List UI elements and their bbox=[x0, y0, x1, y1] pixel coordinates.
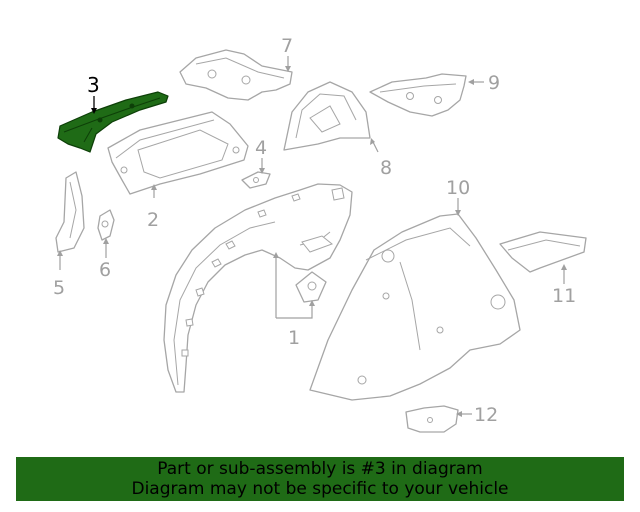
callout-3-selected: 3 bbox=[87, 73, 100, 97]
callout-8: 8 bbox=[380, 157, 392, 179]
part-12-lower-bracket bbox=[405, 405, 459, 433]
callout-6: 6 bbox=[99, 259, 111, 281]
banner-line-2: Diagram may not be specific to your vehi… bbox=[131, 479, 509, 499]
callout-2: 2 bbox=[147, 209, 159, 231]
callout-11: 11 bbox=[552, 285, 576, 307]
callout-7: 7 bbox=[281, 35, 293, 57]
callout-4: 4 bbox=[255, 137, 267, 159]
callout-9: 9 bbox=[488, 72, 500, 94]
part-6-clip-bracket bbox=[97, 209, 115, 241]
banner-line-1: Part or sub-assembly is #3 in diagram bbox=[157, 459, 483, 479]
parts-diagram: 1 2 3 4 5 6 7 8 9 10 11 12 bbox=[53, 35, 587, 433]
part-10-rear-quarter-inner bbox=[309, 213, 521, 401]
callout-12: 12 bbox=[474, 404, 498, 426]
part-5-pillar-reinforcement bbox=[55, 171, 85, 253]
part-1-wheelhouse-inner bbox=[163, 183, 353, 393]
part-11-floor-panel bbox=[499, 231, 587, 273]
part-4-small-bracket bbox=[241, 171, 271, 189]
leader-arrowheads bbox=[57, 66, 567, 417]
part-9-upper-rear-bracket bbox=[369, 73, 467, 117]
part-7-upper-panel bbox=[179, 49, 293, 101]
callout-1: 1 bbox=[288, 327, 300, 349]
callout-5: 5 bbox=[53, 277, 65, 299]
part-8-quarter-extension bbox=[283, 81, 371, 151]
part-3-upper-rail-highlighted bbox=[57, 91, 169, 153]
part-2-quarter-inner-frame bbox=[107, 111, 249, 195]
info-banner: Part or sub-assembly is #3 in diagram Di… bbox=[16, 457, 624, 501]
callout-10: 10 bbox=[446, 177, 470, 199]
